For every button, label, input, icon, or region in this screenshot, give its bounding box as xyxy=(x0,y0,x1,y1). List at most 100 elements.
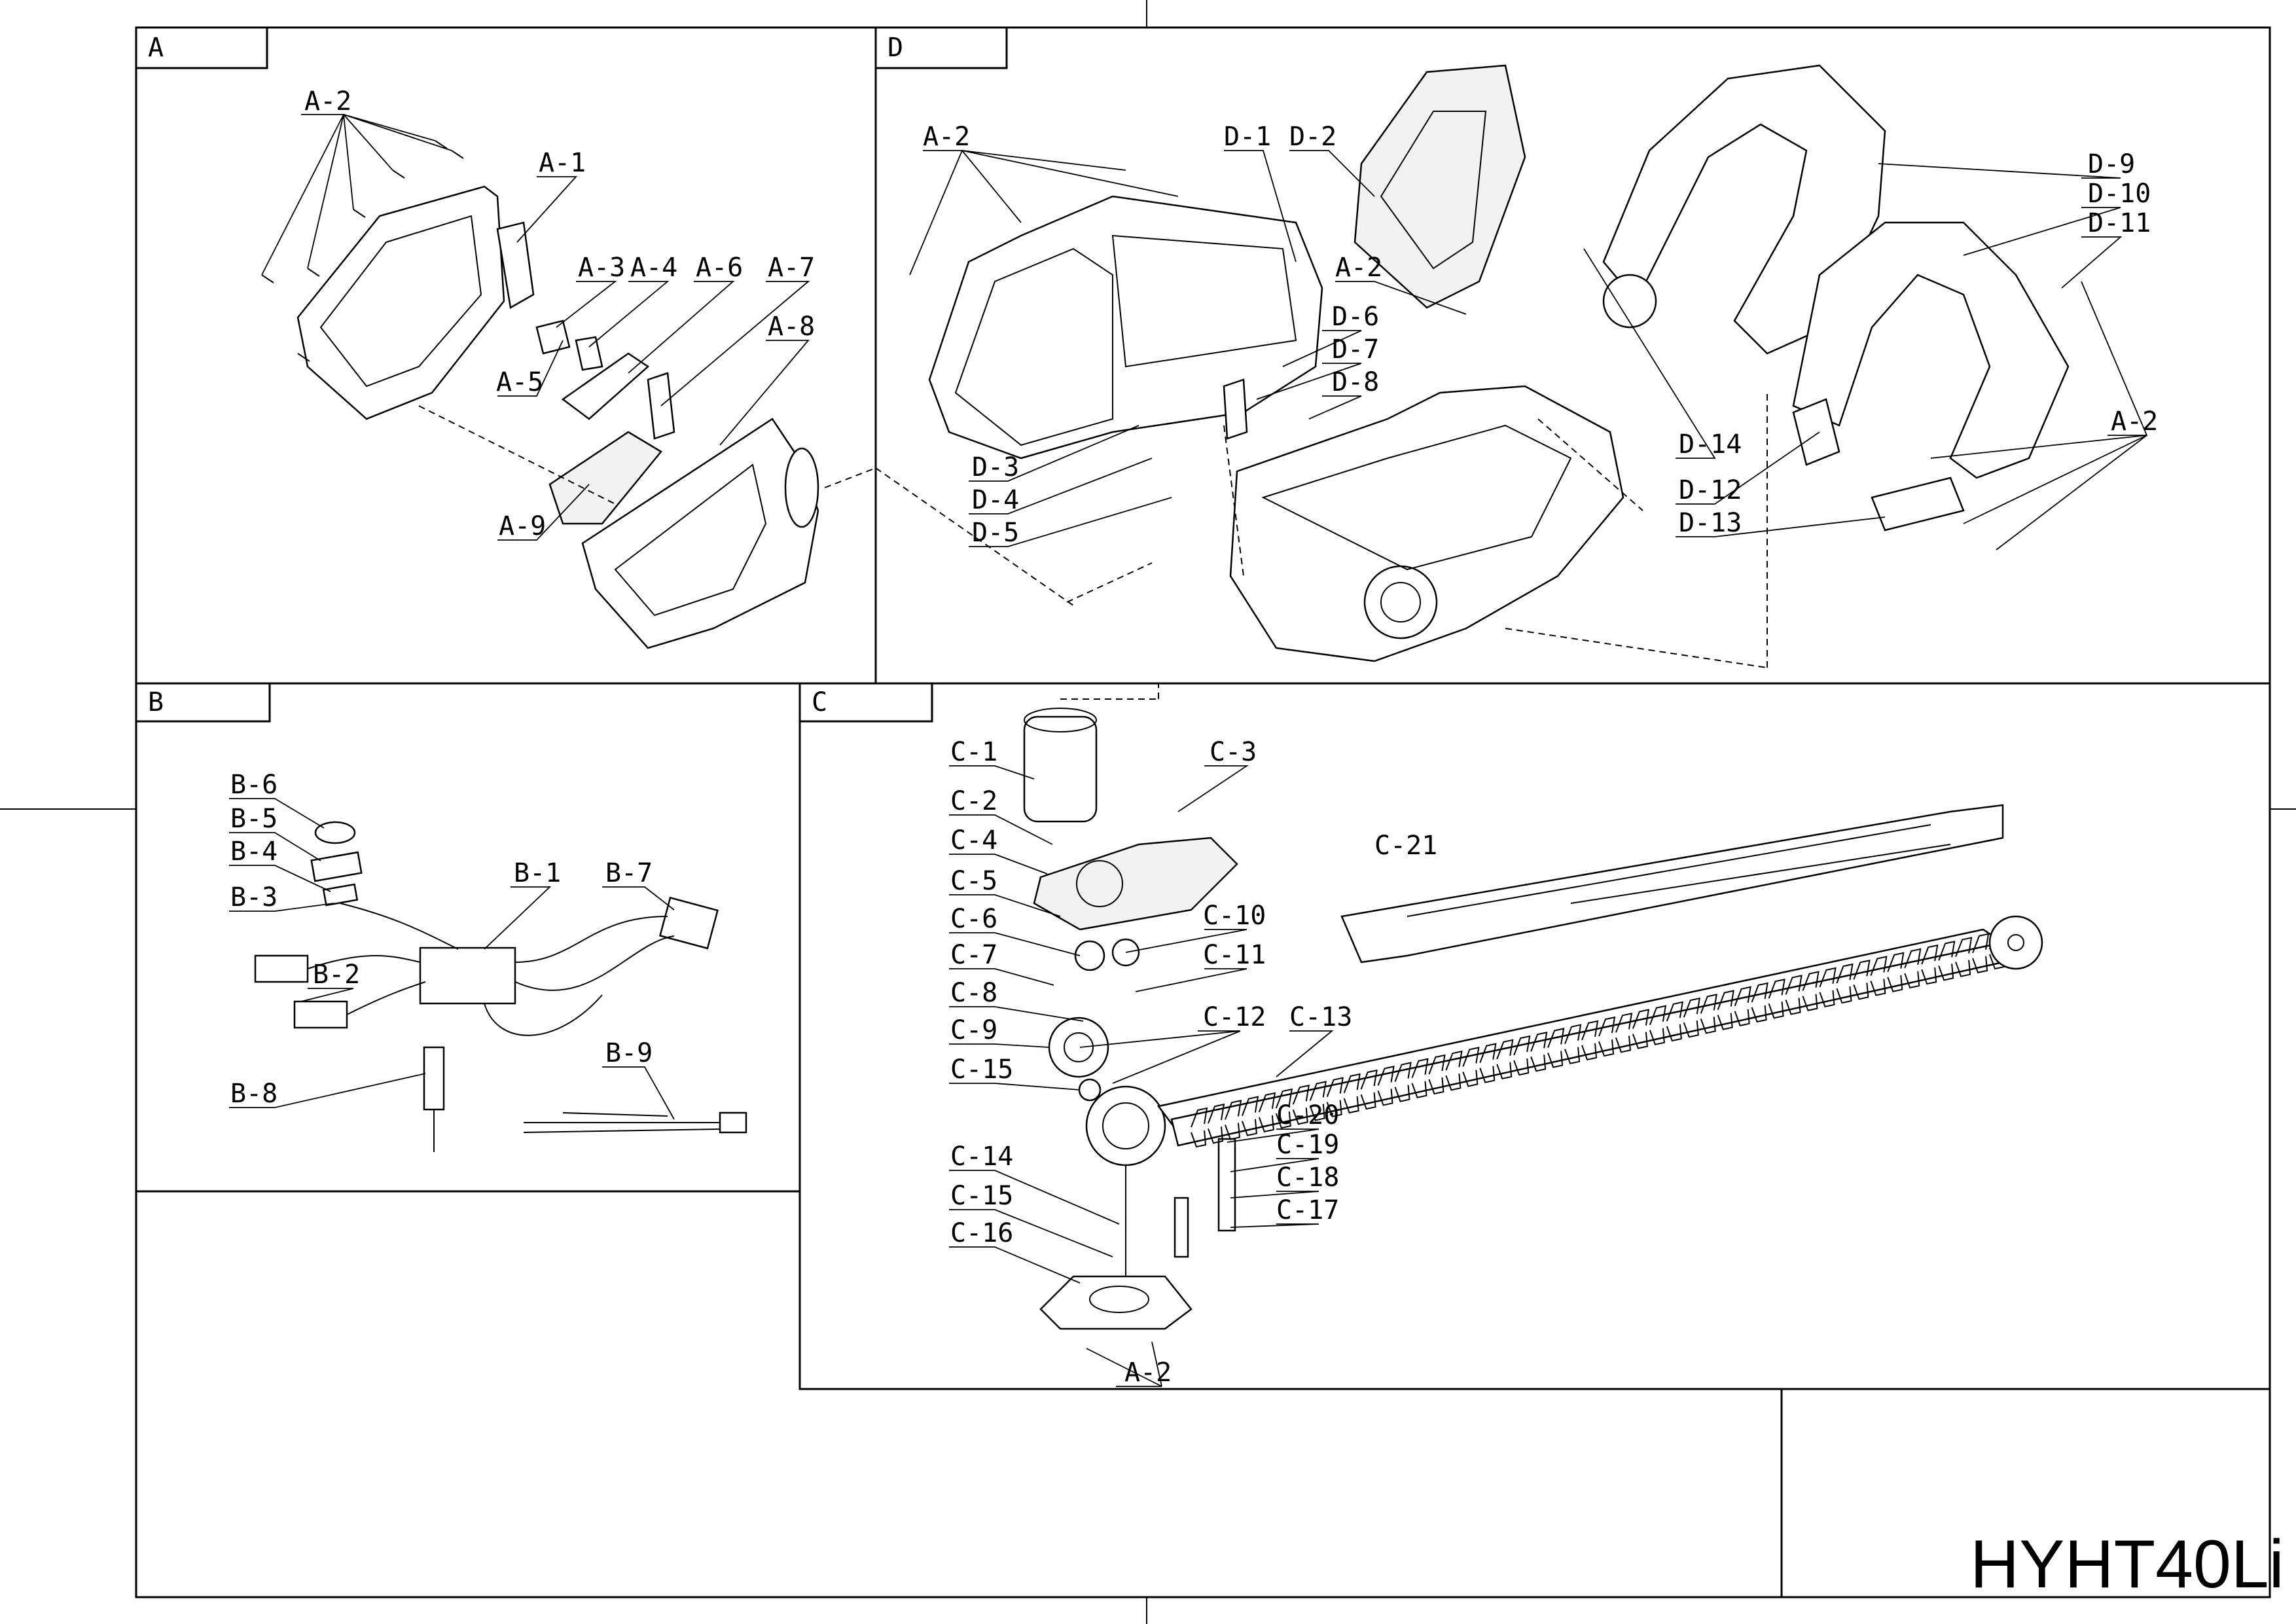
callout-b-3: B-3 xyxy=(230,882,278,912)
callout-a-5: A-5 xyxy=(496,367,543,397)
callout-b-2: B-2 xyxy=(313,960,360,990)
section-d-labels: A-2 D-1 D-2 A-2 D-6 D-7 D-8 D-3 D-4 D-5 … xyxy=(923,122,2158,548)
blade-tooth xyxy=(1717,990,1734,1030)
callout-a-3: A-3 xyxy=(578,253,625,283)
section-a-parts: A-2 A-1 A-3 A-4 A-6 A-7 A-8 A-5 A-9 xyxy=(261,86,1074,649)
callout-d-14: D-14 xyxy=(1679,429,1742,460)
callout-d-a-2b: A-2 xyxy=(1335,253,1382,283)
blade-tooth xyxy=(1224,1100,1242,1140)
callout-d-12: D-12 xyxy=(1679,475,1742,505)
callout-c-13: C-13 xyxy=(1289,1002,1352,1032)
callout-d-9: D-9 xyxy=(2088,149,2135,179)
model-name: HYHT40Li xyxy=(1970,1526,2284,1602)
callout-c-4: C-4 xyxy=(950,825,997,856)
blade-tooth xyxy=(1700,994,1717,1034)
blade-tooth xyxy=(1292,1084,1310,1125)
section-c-box: C xyxy=(798,682,2271,1390)
section-a-labels: A-2 A-1 A-3 A-4 A-6 A-7 A-8 A-5 A-9 xyxy=(304,86,815,541)
callout-c-9: C-9 xyxy=(950,1015,997,1045)
callout-c-21: C-21 xyxy=(1374,831,1437,861)
blade-tooth xyxy=(1734,986,1751,1026)
blade-tooth xyxy=(1428,1054,1446,1095)
blade-tooth xyxy=(1802,971,1820,1011)
section-d-tag: D xyxy=(888,33,903,63)
callout-c-5: C-5 xyxy=(950,866,997,896)
blade-tooth xyxy=(1326,1077,1344,1117)
blade-tooth xyxy=(1581,1020,1599,1061)
blade-tooth xyxy=(1615,1013,1633,1053)
callout-c-3: C-3 xyxy=(1210,737,1257,767)
callout-c-18: C-18 xyxy=(1276,1163,1339,1193)
blade-tooth xyxy=(1666,1001,1684,1042)
blade-tooth xyxy=(1360,1069,1378,1110)
callout-a-2: A-2 xyxy=(304,86,351,117)
callout-c-19: C-19 xyxy=(1276,1130,1339,1160)
blade-tooth xyxy=(1377,1066,1395,1106)
callout-b-4: B-4 xyxy=(230,837,278,867)
blade-tooth xyxy=(1649,1005,1667,1045)
callout-a-4: A-4 xyxy=(630,253,677,283)
blade-tooth xyxy=(1564,1024,1582,1064)
callout-d-10: D-10 xyxy=(2088,179,2151,209)
blade-tooth xyxy=(1632,1009,1650,1049)
blade-tooth xyxy=(1768,978,1785,1019)
callout-b-5: B-5 xyxy=(230,804,278,834)
callout-a-8: A-8 xyxy=(768,312,815,342)
callout-d-3: D-3 xyxy=(972,452,1019,482)
callout-c-6: C-6 xyxy=(950,904,997,934)
callout-a-9: A-9 xyxy=(499,511,546,541)
blade-tooth xyxy=(1870,956,1888,996)
blade-tooth xyxy=(1258,1092,1276,1133)
callout-b-1: B-1 xyxy=(514,858,561,888)
blade-tooth xyxy=(1938,941,1956,981)
blade-tooth xyxy=(1955,937,1973,977)
callout-c-12: C-12 xyxy=(1203,1002,1266,1032)
blade-tooth xyxy=(1751,982,1768,1023)
callout-d-6: D-6 xyxy=(1332,302,1379,332)
blade-tooth xyxy=(1208,1103,1225,1144)
blade-tooth xyxy=(1479,1043,1497,1083)
section-c-tag: C xyxy=(812,687,827,717)
callout-c-a-2: A-2 xyxy=(1124,1358,1172,1388)
section-b-labels: B-6 B-5 B-4 B-3 B-1 B-7 B-2 B-8 B-9 xyxy=(230,770,653,1109)
blade-tooth xyxy=(1547,1028,1565,1068)
blade-tooth xyxy=(1530,1031,1548,1072)
blade-tooth xyxy=(1921,944,1939,985)
callout-c-8: C-8 xyxy=(950,978,997,1008)
callout-b-6: B-6 xyxy=(230,770,278,800)
callout-d-13: D-13 xyxy=(1679,508,1742,538)
callout-c-14: C-14 xyxy=(950,1142,1013,1172)
blade-tooth xyxy=(1241,1096,1259,1136)
blade-tooth xyxy=(1972,933,1990,973)
section-d-parts: A-2 D-1 D-2 A-2 D-6 D-7 D-8 D-3 D-4 D-5 … xyxy=(909,64,2158,668)
callout-c-16: C-16 xyxy=(950,1218,1013,1248)
blade-tooth xyxy=(1462,1047,1480,1087)
callout-c-11: C-11 xyxy=(1203,940,1266,970)
blade-tooth xyxy=(1853,960,1871,1000)
blade-tooth xyxy=(1785,975,1803,1015)
blade-tooth xyxy=(1445,1050,1463,1091)
blade-tooth xyxy=(1496,1039,1514,1079)
callout-c-15b: C-15 xyxy=(950,1181,1013,1211)
blade-tooth xyxy=(1513,1035,1531,1076)
callout-d-2: D-2 xyxy=(1289,122,1336,152)
section-b-parts: B-6 B-5 B-4 B-3 B-1 B-7 B-2 B-8 B-9 xyxy=(229,770,747,1152)
section-a-tag: A xyxy=(148,33,164,63)
blade-tooth xyxy=(1819,967,1837,1008)
callout-c-17: C-17 xyxy=(1276,1195,1339,1225)
callout-c-1: C-1 xyxy=(950,737,997,767)
blade-tooth xyxy=(1309,1081,1327,1121)
section-c-parts: C-1 C-2 C-4 C-5 C-6 C-7 C-8 C-9 C-15 C-3… xyxy=(949,683,2043,1388)
callout-d-a-2: A-2 xyxy=(923,122,970,152)
callout-b-7: B-7 xyxy=(605,858,653,888)
callout-d-1: D-1 xyxy=(1224,122,1271,152)
section-b-tag: B xyxy=(148,687,164,717)
callout-c-7: C-7 xyxy=(950,940,997,970)
blade-tooth xyxy=(1411,1058,1429,1098)
blade-tooth xyxy=(1836,963,1854,1004)
callout-d-4: D-4 xyxy=(972,485,1019,515)
section-c-labels: C-1 C-2 C-4 C-5 C-6 C-7 C-8 C-9 C-15 C-3… xyxy=(950,737,1437,1388)
callout-b-9: B-9 xyxy=(605,1038,653,1068)
callout-c-15: C-15 xyxy=(950,1055,1013,1085)
